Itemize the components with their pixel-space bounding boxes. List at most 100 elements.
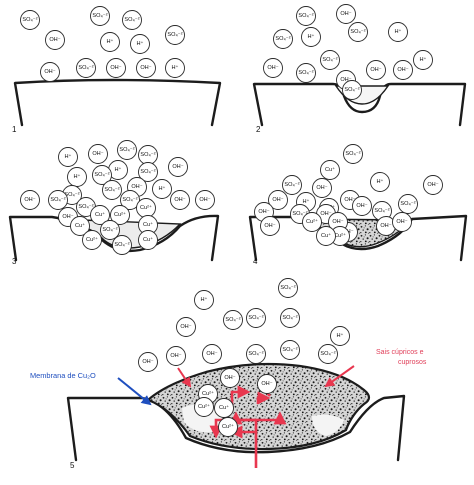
ion-label: SO₄⁻²: [345, 151, 360, 157]
ion-circle: [330, 326, 350, 346]
ion-bubble: SO₄⁻²: [398, 194, 418, 214]
ion-circle: [194, 290, 214, 310]
ion-circle: [102, 180, 122, 200]
salts-pointer-arrow: [324, 365, 355, 388]
pointer-arrow: [177, 367, 192, 388]
ion-bubble: SO₄⁻²: [318, 344, 338, 364]
ion-circle: [48, 190, 68, 210]
ion-circle: [278, 278, 298, 298]
panel-number: 5: [70, 461, 75, 470]
ion-label: SO₄⁻²: [282, 347, 297, 353]
ion-label: Cu⁺: [143, 236, 153, 243]
ion-circle: [110, 205, 130, 225]
ion-circle: [176, 317, 196, 337]
ion-circle: [88, 144, 108, 164]
ion-label: SO₄⁻²: [322, 57, 337, 63]
ion-label: SO₄⁻²: [78, 65, 93, 71]
ion-bubble: SO₄⁻²: [122, 10, 142, 30]
ion-circle: [165, 58, 185, 78]
ion-bubble: Cu²⁺: [110, 205, 130, 225]
ion-bubble: Cu²⁺: [136, 198, 156, 218]
ion-bubble: SO₄⁻²: [100, 220, 120, 240]
ion-label: OH⁻: [142, 359, 153, 365]
ion-bubble: OH⁻: [220, 368, 240, 388]
ion-label: H⁺: [159, 185, 166, 192]
ion-label: SO₄⁻²: [374, 208, 389, 214]
ion-bubble: H⁺: [100, 32, 120, 52]
ion-bubble: OH⁻: [263, 58, 283, 78]
ion-bubble: OH⁻: [352, 196, 372, 216]
ion-bubble: SO₄⁻²: [48, 190, 68, 210]
ion-circle: [122, 10, 142, 30]
ion-label: OH⁻: [131, 184, 142, 190]
ion-label: SO₄⁻²: [275, 36, 290, 42]
ion-label: OH⁻: [49, 37, 60, 43]
ion-label: OH⁻: [316, 185, 327, 191]
ion-label: OH⁻: [140, 65, 151, 71]
ion-bubble: OH⁻: [202, 344, 222, 364]
ion-circle: [76, 58, 96, 78]
ion-circle: [90, 6, 110, 26]
ion-bubble: SO₄⁻²: [223, 310, 243, 330]
ion-bubble: OH⁻: [45, 30, 65, 50]
ion-label: H⁺: [115, 166, 122, 173]
ion-bubble: OH⁻: [176, 317, 196, 337]
ion-circle: [348, 22, 368, 42]
ion-label: Cu⁺: [143, 221, 153, 228]
ion-label: SO₄⁻²: [280, 285, 295, 291]
ion-label: OH⁻: [199, 197, 210, 203]
ion-circle: [268, 190, 288, 210]
ion-bubble: SO₄⁻²: [165, 25, 185, 45]
ion-circle: [312, 178, 332, 198]
ion-layer: SO₄⁻²Cu⁺SO₄⁻²OH⁻H⁺OH⁻OH⁻H⁺OH⁻SO₄⁻²Cu²⁺SO…: [254, 144, 443, 246]
ion-label: SO₄⁻²: [298, 70, 313, 76]
ion-label: SO₄⁻²: [298, 13, 313, 19]
flow-arrow: [256, 411, 287, 425]
ion-bubble: OH⁻: [268, 190, 288, 210]
ion-circle: [273, 29, 293, 49]
panel-3: H⁺OH⁻SO₄⁻²SO₄⁻²H⁺SO₄⁻²OH⁻H⁺SO₄⁻²OH⁻SO₄⁻²…: [8, 140, 220, 266]
ion-bubble: SO₄⁻²: [138, 162, 158, 182]
ion-circle: [138, 230, 158, 250]
ion-bubble: OH⁻: [106, 58, 126, 78]
ion-bubble: OH⁻: [166, 346, 186, 366]
ion-bubble: Cu⁺: [214, 398, 234, 418]
ion-circle: [246, 344, 266, 364]
ion-bubble: SO₄⁻²: [138, 145, 158, 165]
corrosion-tubercle: [145, 362, 371, 451]
ion-circle: [336, 4, 356, 24]
ion-circle: [165, 25, 185, 45]
ion-label: SO₄⁻²: [282, 315, 297, 321]
ion-bubble: H⁺: [301, 27, 321, 47]
ion-bubble: SO₄⁻²: [280, 308, 300, 328]
ion-bubble: SO₄⁻²: [120, 190, 140, 210]
ion-bubble: OH⁻: [336, 4, 356, 24]
ion-circle: [280, 308, 300, 328]
ion-bubble: OH⁻: [170, 190, 190, 210]
flow-arrow: [256, 391, 271, 405]
ion-circle: [220, 368, 240, 388]
ion-label: SO₄⁻²: [400, 201, 415, 207]
ion-bubble: OH⁻: [257, 374, 277, 394]
ion-label: OH⁻: [396, 219, 407, 225]
ion-label: H⁺: [74, 173, 81, 180]
ion-bubble: SO₄⁻²: [20, 10, 40, 30]
metal-surface: [66, 394, 406, 462]
ion-circle: [388, 22, 408, 42]
ion-label: OH⁻: [174, 197, 185, 203]
ion-circle: [20, 10, 40, 30]
ion-label: OH⁻: [258, 209, 269, 215]
panel-number: 3: [12, 257, 17, 266]
ion-bubble: H⁺: [152, 179, 172, 199]
ion-label: SO₄⁻²: [140, 152, 155, 158]
ion-circle: [120, 190, 140, 210]
ion-bubble: Cu²⁺: [82, 230, 102, 250]
ion-bubble: H⁺: [130, 34, 150, 54]
ion-bubble: SO₄⁻²: [92, 165, 112, 185]
ion-label: SO₄⁻²: [248, 351, 263, 357]
ion-bubble: H⁺: [413, 50, 433, 70]
ion-circle: [282, 175, 302, 195]
ion-circle: [138, 162, 158, 182]
ion-label: SO₄⁻²: [92, 13, 107, 19]
